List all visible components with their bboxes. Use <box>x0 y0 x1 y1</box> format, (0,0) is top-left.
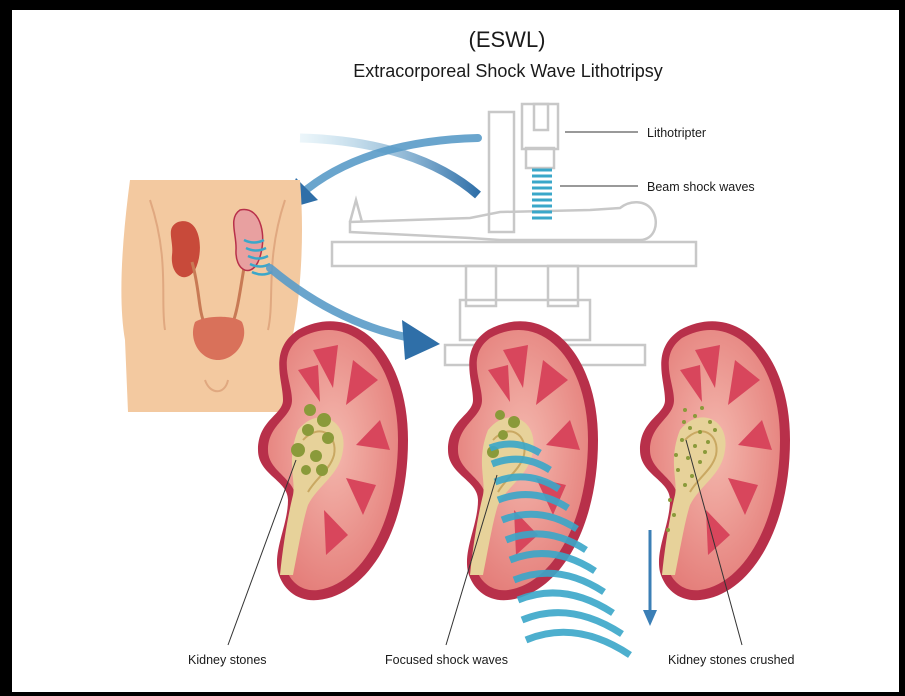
subtitle: Extracorporeal Shock Wave Lithotripsy <box>353 61 662 81</box>
focused-label: Focused shock waves <box>385 653 508 667</box>
kidney-stones-label: Kidney stones <box>188 653 267 667</box>
flush-arrow <box>643 530 657 626</box>
kidney-stones-illustration <box>258 321 408 600</box>
kidney-stones-crushed-illustration <box>640 321 790 600</box>
body-torso <box>121 180 302 412</box>
arrow-to-body <box>283 138 478 210</box>
title: (ESWL) <box>469 27 546 52</box>
beam-shock-waves <box>532 170 552 218</box>
lithotripter-label: Lithotripter <box>647 126 706 140</box>
crushed-label: Kidney stones crushed <box>668 653 795 667</box>
beam-label: Beam shock waves <box>647 180 755 194</box>
